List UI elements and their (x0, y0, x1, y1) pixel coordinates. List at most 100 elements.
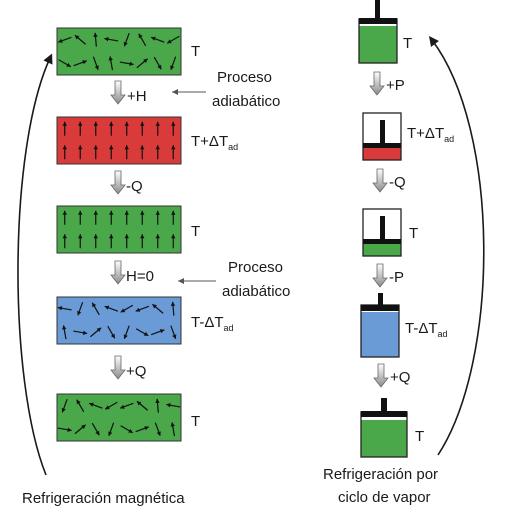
step-arrow (372, 168, 388, 193)
step-label: +Q (126, 363, 146, 380)
cylinder-label: T-ΔTad (405, 320, 448, 339)
dipole-arrowhead (62, 121, 67, 126)
dipole-arrowhead (144, 426, 149, 431)
dipole-arrowhead (140, 145, 145, 150)
step-arrow (110, 260, 126, 285)
piston-plate (363, 239, 401, 244)
dipole-arrowhead (124, 121, 129, 126)
vapor-step-1: +P (369, 71, 405, 96)
block-body (56, 393, 182, 442)
dipole-arrowhead (104, 305, 110, 310)
vapor-cylinder-5: T (360, 398, 424, 458)
dipole-arrowhead (138, 33, 143, 39)
cylinder-fluid (359, 26, 397, 63)
step-arrow (372, 263, 388, 288)
step-label: -P (389, 269, 404, 286)
step-arrow (369, 71, 385, 96)
piston-rod (381, 398, 387, 412)
block-body (56, 205, 182, 254)
vapor-caption-line-1: Refrigeración por (323, 466, 438, 483)
dipole-arrows (62, 121, 176, 160)
dipole-arrowhead (61, 407, 66, 413)
step-arrow (110, 170, 126, 195)
cylinder-fluid (361, 312, 399, 357)
dipole-arrowhead (140, 121, 145, 126)
dipole-arrowhead (143, 331, 149, 336)
step-arrow (110, 355, 126, 380)
block-label: T+ΔTad (191, 133, 238, 152)
dipole-arrowhead (93, 210, 98, 215)
step-label: +Q (390, 369, 410, 386)
dipole-arrowhead (135, 307, 141, 312)
dipole-arrowhead (108, 431, 113, 436)
dipole-arrowhead (123, 334, 128, 339)
adiabatic-note-2: Proceso adiabático (178, 259, 290, 300)
cylinder-wall (362, 112, 402, 161)
note-line-2: adiabático (212, 93, 280, 110)
dipole-arrowhead (82, 60, 87, 65)
dipole-arrowhead (123, 41, 128, 47)
dipole-arrowhead (155, 234, 160, 239)
dipole-arrowhead (124, 210, 129, 215)
dipole-arrowhead (166, 403, 171, 408)
piston-plate (361, 305, 399, 311)
dipole-arrows (57, 398, 181, 437)
dipole-arrowhead (78, 234, 83, 239)
vapor-cycle: T T+ΔTad T T-ΔTad T (323, 0, 485, 506)
magnetic-block-3: T (56, 205, 200, 254)
piston-rod (380, 120, 385, 144)
dipole-arrowhead (140, 234, 145, 239)
step-arrow (373, 363, 389, 388)
dipole-arrowhead (124, 145, 129, 150)
dipole-arrowhead (143, 58, 148, 64)
dipole-arrowhead (66, 62, 71, 67)
dipole-arrowhead (57, 306, 63, 311)
dipole-arrowhead (93, 121, 98, 126)
dipole-arrows (57, 301, 177, 340)
magnetic-step-3: H=0 (110, 260, 154, 285)
piston-plate (359, 18, 397, 24)
note-line-1: Proceso (228, 259, 283, 276)
block-body (56, 116, 182, 165)
dipole-arrowhead (108, 56, 113, 61)
vapor-step-2: -Q (372, 168, 406, 193)
note-pointer-head (178, 278, 184, 284)
vapor-cylinder-3: T (362, 208, 418, 257)
dipole-arrowhead (110, 333, 115, 339)
vapor-cylinder-4: T-ΔTad (360, 293, 448, 358)
dipole-arrowhead (78, 145, 83, 150)
note-pointer-head (172, 89, 178, 95)
dipole-arrowhead (170, 65, 175, 70)
dipole-arrowhead (120, 308, 126, 313)
dipole-arrowhead (105, 405, 110, 410)
magnetic-block-4: T-ΔTad (56, 296, 234, 345)
vapor-caption-line-2: ciclo de vapor (338, 489, 431, 506)
dipole-arrowhead (124, 234, 129, 239)
dipole-arrowhead (109, 234, 114, 239)
dipole-arrowhead (128, 428, 133, 433)
magnetic-cycle: T T+ΔTad T T-ΔTad T +H - (17, 27, 290, 507)
dipole-arrowhead (172, 334, 177, 339)
dipole-arrowhead (109, 121, 114, 126)
adiabatic-note-1: Proceso adiabático (172, 69, 280, 110)
dipole-arrowhead (95, 430, 100, 436)
dipole-arrowhead (140, 210, 145, 215)
step-label: -Q (126, 178, 143, 195)
dipole-arrowhead (78, 121, 83, 126)
dipole-arrowhead (104, 37, 109, 42)
dipole-arrowhead (62, 145, 67, 150)
magnetic-block-2: T+ΔTad (56, 116, 238, 165)
piston-plate (361, 411, 407, 417)
cylinder-fluid (361, 420, 407, 457)
step-label: +P (386, 77, 405, 94)
dipole-arrowhead (155, 121, 160, 126)
dipole-arrowhead (171, 234, 176, 239)
dipole-arrowhead (93, 32, 98, 37)
dipole-arrowhead (109, 145, 114, 150)
piston-rod (380, 216, 385, 240)
dipole-arrows (57, 32, 180, 71)
vapor-step-3: -P (372, 263, 404, 288)
dipole-arrowhead (78, 210, 83, 215)
dipole-arrowhead (92, 302, 97, 308)
